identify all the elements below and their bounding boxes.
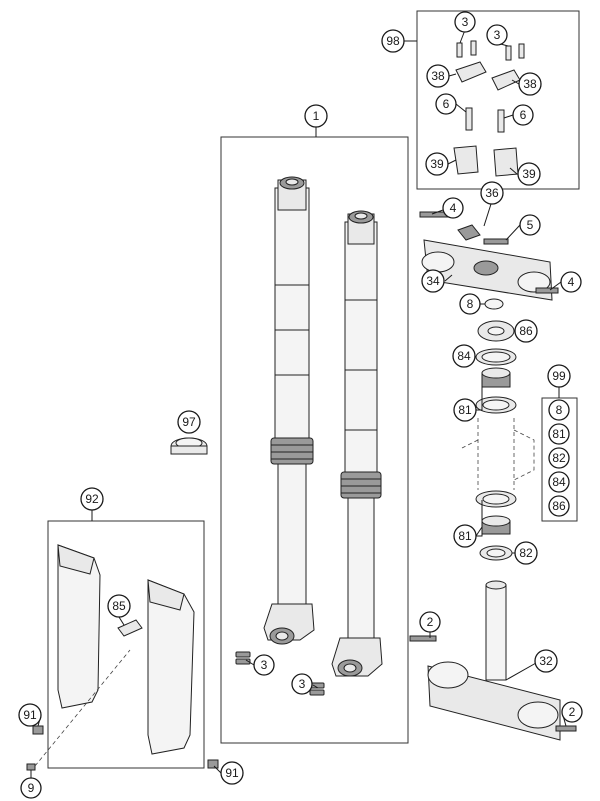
callout-86: 86: [514, 319, 538, 343]
screw-pair-left: [235, 651, 251, 665]
svg-text:8: 8: [556, 403, 563, 417]
callout-39-left: 39: [425, 152, 449, 176]
svg-text:84: 84: [457, 349, 471, 363]
svg-text:91: 91: [225, 766, 239, 780]
callout-38-right: 38: [518, 72, 542, 96]
kit-99-item-82: 82: [548, 447, 570, 469]
svg-text:92: 92: [85, 492, 99, 506]
callout-98: 98: [381, 29, 405, 53]
svg-text:97: 97: [182, 415, 196, 429]
upper-bearing-81: [475, 367, 517, 414]
svg-text:38: 38: [431, 69, 445, 83]
clamp-kit-parts: [453, 40, 525, 177]
callout-91-right: 91: [220, 761, 244, 785]
svg-text:4: 4: [450, 201, 457, 215]
o-ring-8: [484, 298, 504, 310]
svg-text:85: 85: [112, 599, 126, 613]
callout-81-upper: 81: [453, 398, 477, 422]
svg-text:39: 39: [430, 157, 444, 171]
callout-38-left: 38: [426, 64, 450, 88]
callout-82: 82: [514, 541, 538, 565]
callout-3-top-left: 3: [454, 11, 476, 33]
callout-32: 32: [534, 649, 558, 673]
svg-text:98: 98: [386, 34, 400, 48]
callout-97: 97: [177, 410, 201, 434]
callout-6-right: 6: [512, 104, 534, 126]
svg-text:3: 3: [494, 28, 501, 42]
callout-8: 8: [459, 293, 481, 315]
lower-triple-clamp: [409, 580, 577, 741]
bolt-91-right: [207, 759, 219, 769]
callout-6-left: 6: [435, 93, 457, 115]
svg-text:8: 8: [467, 297, 474, 311]
callout-99: 99: [547, 364, 571, 388]
callout-84: 84: [452, 344, 476, 368]
fork-guard-frame: [47, 520, 205, 769]
svg-text:2: 2: [427, 615, 434, 629]
leader-lines: [30, 29, 567, 779]
svg-text:2: 2: [569, 705, 576, 719]
callout-2-bottom: 2: [561, 701, 583, 723]
svg-text:5: 5: [527, 218, 534, 232]
svg-text:82: 82: [519, 546, 533, 560]
svg-text:84: 84: [552, 475, 566, 489]
fork-nut-97: [170, 437, 208, 455]
callout-36: 36: [480, 181, 504, 205]
svg-text:3: 3: [261, 658, 268, 672]
bolt-91-left: [32, 725, 44, 735]
svg-text:6: 6: [443, 97, 450, 111]
screw-pair-right: [309, 682, 325, 696]
kit-99-item-86: 86: [548, 495, 570, 517]
svg-text:86: 86: [552, 499, 566, 513]
guard-clip-85: [117, 619, 143, 637]
callout-2-top: 2: [419, 611, 441, 633]
fork-guard-left: [57, 544, 101, 709]
callout-3-right-fork: 3: [291, 673, 313, 695]
svg-text:82: 82: [552, 451, 566, 465]
svg-text:81: 81: [458, 403, 472, 417]
steering-head-outline: [461, 418, 535, 490]
svg-text:38: 38: [523, 77, 537, 91]
kit-99-item-84: 84: [548, 471, 570, 493]
callout-34: 34: [421, 269, 445, 293]
fork-guard-right: [147, 579, 195, 755]
callout-3-top-right: 3: [486, 24, 508, 46]
kit-99-item-81: 81: [548, 423, 570, 445]
callout-4-right: 4: [560, 271, 582, 293]
callout-81-lower: 81: [453, 524, 477, 548]
svg-text:86: 86: [519, 324, 533, 338]
fork-leg-left: [263, 176, 315, 645]
svg-text:32: 32: [539, 654, 553, 668]
callout-5: 5: [519, 214, 541, 236]
svg-text:91: 91: [23, 708, 37, 722]
svg-text:9: 9: [28, 781, 35, 795]
svg-text:36: 36: [485, 186, 499, 200]
fork-assembly-frame: [220, 136, 409, 744]
svg-text:34: 34: [426, 274, 440, 288]
bolt-9: [26, 763, 36, 771]
svg-text:4: 4: [568, 275, 575, 289]
callout-85: 85: [107, 594, 131, 618]
kit-99-item-8: 8: [548, 399, 570, 421]
lower-bearing-81: [475, 490, 517, 535]
callout-3-left-fork: 3: [253, 654, 275, 676]
callout-92: 92: [80, 487, 104, 511]
callout-39-right: 39: [517, 162, 541, 186]
svg-text:39: 39: [522, 167, 536, 181]
svg-text:81: 81: [552, 427, 566, 441]
svg-text:3: 3: [462, 15, 469, 29]
callout-1: 1: [304, 104, 328, 128]
callout-91-left: 91: [18, 703, 42, 727]
callout-4-top: 4: [442, 197, 464, 219]
upper-triple-clamp: [419, 211, 559, 301]
svg-text:99: 99: [552, 369, 566, 383]
svg-text:6: 6: [520, 108, 527, 122]
svg-text:81: 81: [458, 529, 472, 543]
svg-text:3: 3: [299, 677, 306, 691]
callout-9: 9: [20, 777, 42, 799]
fork-leg-right: [331, 210, 383, 677]
svg-text:1: 1: [313, 109, 320, 123]
